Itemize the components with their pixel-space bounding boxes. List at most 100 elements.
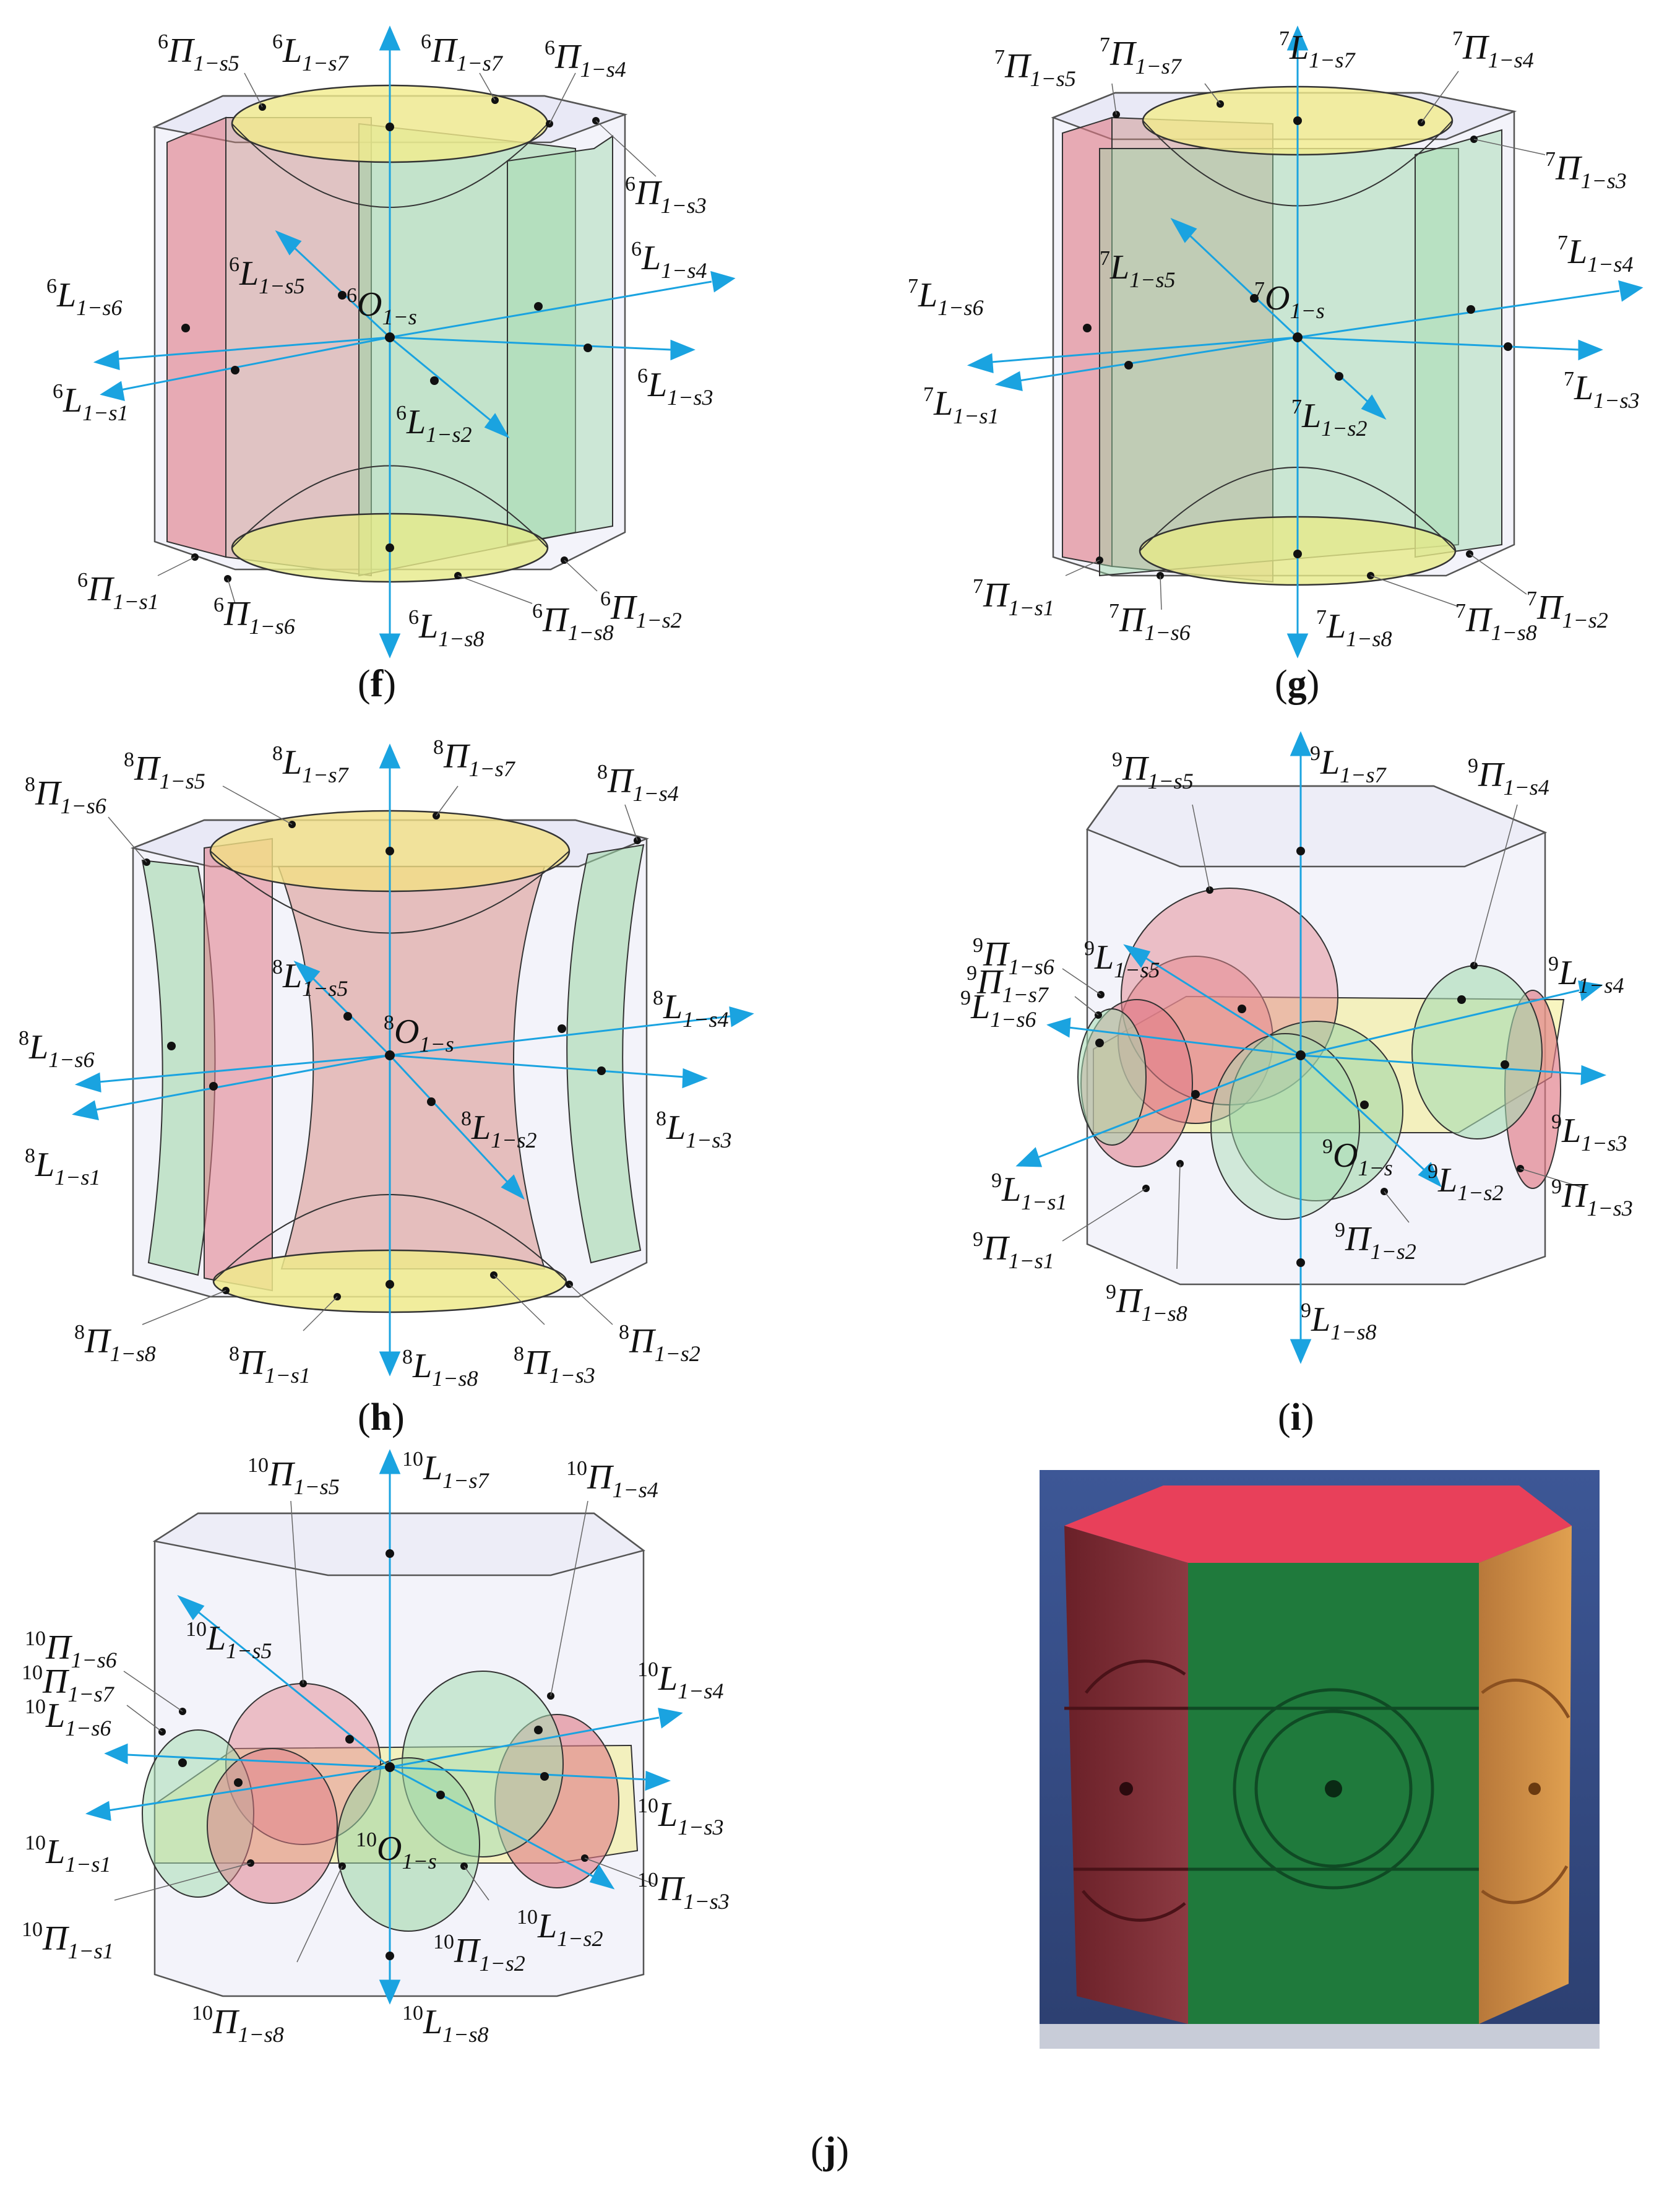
label-g-pi-3: 7Π1−s4 [1452,27,1534,72]
label-i-l-6: 9L1−s4 [1548,953,1624,998]
red-slab-inner [225,117,372,577]
caption-g: (g) [1275,663,1320,705]
label-j-l-7: 10L1−s6 [25,1695,111,1740]
points [143,812,641,1300]
label-g-pi-15: 7Π1−s8 [1455,600,1537,645]
label-j-pi-5: 10Π1−s7 [22,1661,115,1706]
label-i-l-7: 9L1−s6 [960,987,1036,1032]
label-j-l-12: 10L1−s2 [517,1906,603,1951]
label-h-pi-4: 8Π1−s4 [597,761,679,806]
label-h-pi-16: 8Π1−s2 [619,1321,700,1366]
caption-h: (h) [358,1396,405,1438]
label-i-pi-0: 9Π1−s5 [1112,748,1194,793]
label-j-pi-14: 10Π1−s2 [433,1931,525,1976]
caption-j: (j) [811,2130,849,2172]
label-h-l-5: 8L1−s5 [272,956,348,1001]
label-j-l-16: 10L1−s8 [402,2002,488,2043]
label-f-pi-16: 6Π1−s2 [600,587,682,633]
label-h-l-8: 8L1−s6 [19,1027,94,1072]
label-g-pi-16: 7Π1−s2 [1527,587,1608,633]
label-f-l-7: 6L1−s4 [631,238,707,283]
label-j-o-10: 10O1−s [356,1828,437,1874]
label-h-pi-13: 8Π1−s1 [229,1343,311,1388]
label-h-pi-15: 8Π1−s3 [514,1343,595,1388]
label-f-l-10: 6L1−s2 [396,402,472,447]
label-i-l-4: 9L1−s5 [1084,937,1160,982]
label-j-pi-15: 10Π1−s8 [192,2002,284,2043]
red-slab [166,116,226,558]
label-h-l-1: 8L1−s7 [272,742,349,787]
label-h-pi-12: 8Π1−s8 [74,1321,156,1366]
label-f-pi-15: 6Π1−s8 [532,600,614,645]
label-i-l-11: 9L1−s2 [1428,1160,1503,1205]
label-i-pi-2: 9Π1−s4 [1468,755,1549,800]
label-g-o-6: 7O1−s [1254,278,1325,323]
label-g-l-11: 7L1−s3 [1564,368,1639,413]
photo-left-face [1064,1526,1188,2024]
label-i-o-9: 9O1−s [1322,1135,1393,1180]
label-h-pi-2: 8Π1−s7 [433,736,516,781]
label-g-l-7: 7L1−s4 [1557,231,1633,277]
label-g-pi-1: 7Π1−s7 [1100,33,1182,79]
label-j-pi-11: 10Π1−s3 [637,1869,730,1914]
leader-lines [1065,71,1546,610]
label-h-l-7: 8L1−s4 [653,987,728,1032]
label-f-l-1: 6L1−s7 [272,30,349,76]
label-i-pi-13: 9Π1−s1 [973,1228,1054,1273]
label-f-pi-0: 6Π1−s5 [158,30,239,76]
label-i-pi-14: 9Π1−s2 [1335,1219,1416,1264]
prototype-photo-drawing [1040,1470,1600,2049]
prototype-photo [1040,1470,1600,2049]
label-f-l-14: 6L1−s8 [408,606,484,651]
label-j-l-1: 10L1−s7 [402,1448,489,1493]
label-j-l-8: 10L1−s3 [637,1794,723,1840]
label-h-l-14: 8L1−s8 [402,1346,478,1391]
label-j-l-9: 10L1−s1 [25,1831,111,1877]
disc-cylinders [142,1671,619,1932]
label-g-pi-13: 7Π1−s6 [1109,600,1191,645]
label-i-l-8: 9L1−s3 [1551,1110,1627,1156]
label-f-l-8: 6L1−s6 [46,275,122,320]
label-f-pi-13: 6Π1−s6 [213,594,295,639]
label-g-l-9: 7L1−s1 [923,383,999,428]
green-curved-slab-right [566,844,645,1264]
label-i-pi-15: 9Π1−s8 [1106,1281,1187,1326]
label-g-l-8: 7L1−s6 [908,275,983,320]
leader-lines [114,1500,657,1963]
label-f-l-9: 6L1−s1 [53,380,128,425]
label-i-pi-12: 9Π1−s3 [1551,1175,1633,1221]
label-i-l-1: 9L1−s7 [1310,742,1387,787]
label-g-pi-0: 7Π1−s5 [994,46,1076,91]
red-slab [204,837,273,1292]
label-f-pi-4: 6Π1−s3 [625,173,707,218]
label-i-l-16: 9L1−s8 [1301,1299,1376,1344]
label-i-l-10: 9L1−s1 [991,1169,1067,1214]
label-g-l-14: 7L1−s8 [1316,606,1392,651]
label-f-o-6: 6O1−s [347,284,417,329]
photo-right-face [1479,1526,1572,2024]
label-f-l-11: 6L1−s3 [637,365,713,410]
label-g-pi-12: 7Π1−s1 [973,575,1054,620]
label-g-l-5: 7L1−s5 [1100,247,1175,292]
label-h-l-11: 8L1−s3 [656,1107,731,1152]
label-j-pi-13: 10Π1−s1 [22,1918,114,1963]
label-f-pi-3: 6Π1−s4 [545,37,626,82]
green-slab [1099,148,1459,577]
label-j-pi-3: 10Π1−s6 [25,1627,117,1672]
label-h-l-10: 8L1−s2 [461,1107,536,1152]
label-i-pi-5: 9Π1−s7 [967,962,1049,1007]
label-j-pi-0: 10Π1−s5 [248,1454,340,1499]
photo-top-face [1064,1485,1572,1563]
labels: 8Π1−s58L1−s78Π1−s78Π1−s68Π1−s48L1−s58O1−… [19,736,731,1391]
leader-lines [108,785,638,1331]
diagram-panel-h: 8Π1−s58L1−s78Π1−s78Π1−s68Π1−s48L1−s58O1−… [19,736,754,1391]
axes [1015,731,1607,1364]
